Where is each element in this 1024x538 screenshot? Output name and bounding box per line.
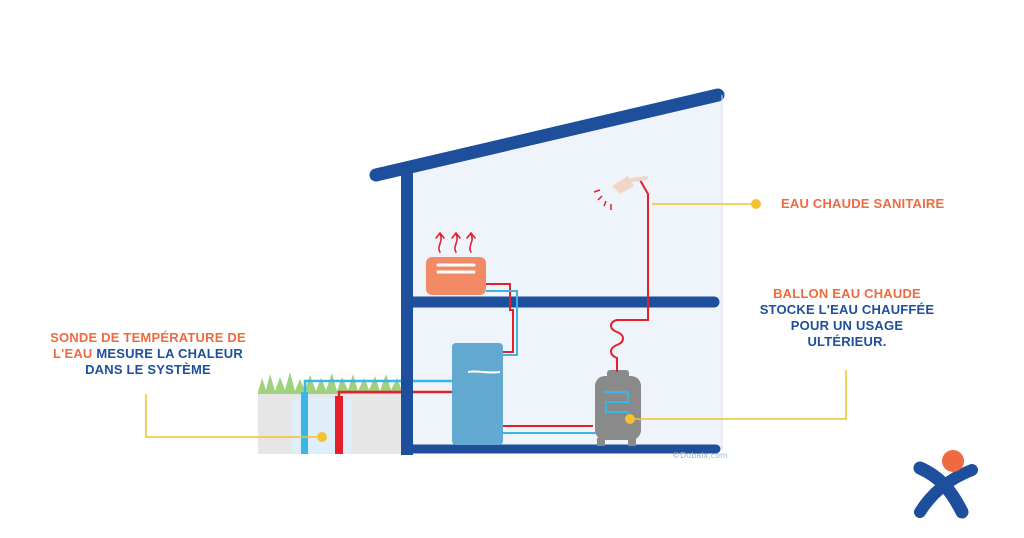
callout-line-sonde [145,394,322,438]
shower-pipe [610,179,649,372]
callout-dot-sonde [317,432,327,442]
ballon-label-description: STOCKE L'EAU CHAUFFÉE POUR UN USAGE ULTÉ… [759,302,935,349]
ecs-label: EAU CHAUDE SANITAIRE [781,196,945,211]
callout-dot-ballon [625,414,635,424]
radiator-pipe-hot [486,283,514,353]
ground-cold-pipe [301,392,308,454]
sonde-label-highlight: SONDE DE TEMPÉRATURE DE L'EAU [50,330,246,361]
hot-water-tank [595,370,641,446]
sonde-label-rest: MESURE LA CHALEUR DANS LE SYSTÈME [85,346,243,377]
supply-pipe-hot [337,390,458,398]
shower-head-icon [593,176,648,210]
heat-pump-unit [452,343,503,445]
radiator [426,257,486,295]
ballon-label-title: BALLON EAU CHAUDE [773,286,921,301]
house-wall [401,171,413,455]
grass [258,372,408,394]
sonde-label: SONDE DE TEMPÉRATURE DE L'EAU MESURE LA … [38,330,258,378]
ground-hot-pipe [335,396,343,454]
radiator-pipe-cold [486,290,518,356]
roof [369,88,725,182]
callout-line-ballon [630,370,847,420]
axa-style-x-logo-icon [913,450,978,519]
heat-arrows-icon [435,231,476,253]
image-credit: ©Dubaix.com [672,451,728,460]
callout-dot-ecs [751,199,761,209]
